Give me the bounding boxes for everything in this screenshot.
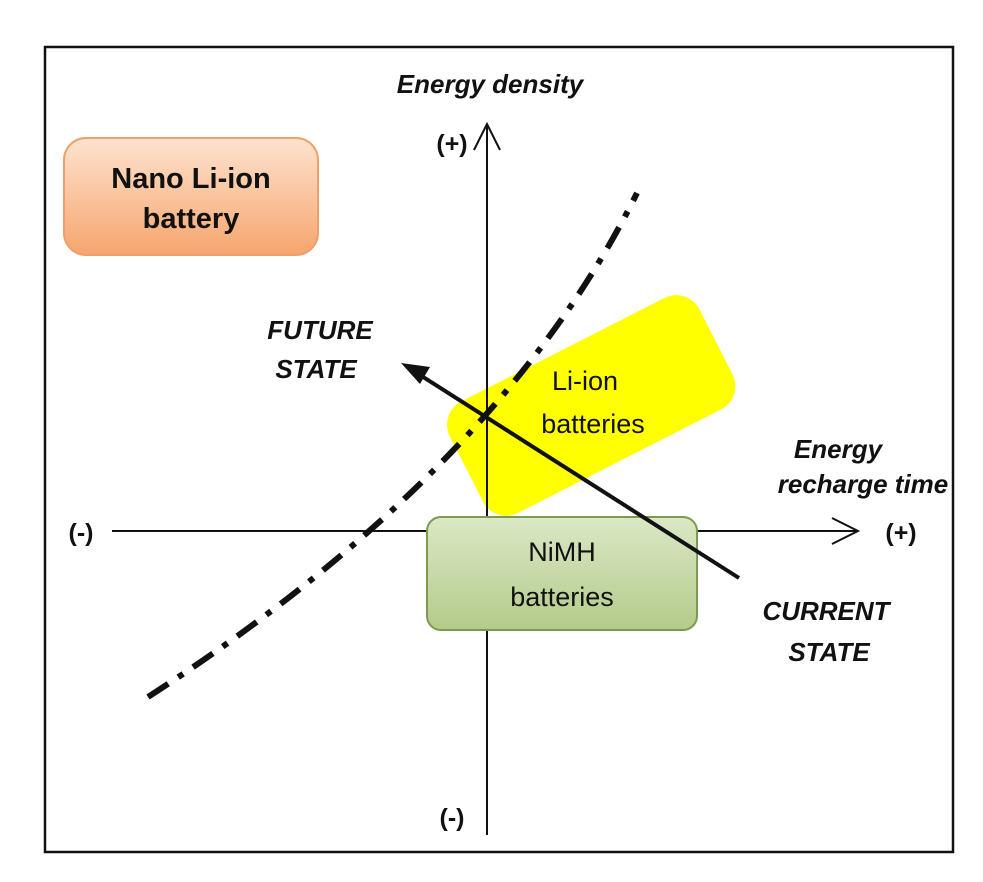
li-ion-box [447, 295, 736, 516]
y-axis-arrowhead [473, 121, 501, 151]
future-state-label-line2: STATE [275, 354, 357, 384]
x-axis-arrowhead [831, 517, 861, 545]
li-ion-box-group [447, 295, 736, 516]
nano-li-ion-label-line2: battery [143, 203, 240, 235]
nimh-box [426, 516, 698, 631]
y-axis-plus-label: (+) [436, 130, 467, 158]
x-axis-title-line1: Energy [794, 434, 884, 464]
current-state-label-line2: STATE [788, 637, 870, 667]
future-state-label-line1: FUTURE [267, 315, 373, 345]
nimh-label-line1: NiMH [528, 537, 596, 567]
x-axis-plus-label: (+) [885, 519, 916, 547]
nimh-label-line2: batteries [510, 582, 614, 612]
x-axis-minus-label: (-) [69, 519, 94, 547]
technology-frontier-curve [146, 191, 640, 700]
li-ion-label-line2: batteries [541, 409, 645, 439]
y-axis-title: Energy density [397, 69, 585, 99]
transition-arrow-line [418, 373, 741, 580]
nano-li-ion-label-line1: Nano Li-ion [111, 163, 270, 195]
y-axis-minus-label: (-) [440, 804, 465, 832]
li-ion-label-line1: Li-ion [552, 366, 618, 396]
transition-arrowhead [401, 363, 430, 384]
x-axis-title-line2: recharge time [778, 469, 949, 499]
nano-li-ion-box [63, 137, 319, 256]
diagram-frame [43, 45, 955, 854]
current-state-label-line1: CURRENT [762, 596, 891, 626]
